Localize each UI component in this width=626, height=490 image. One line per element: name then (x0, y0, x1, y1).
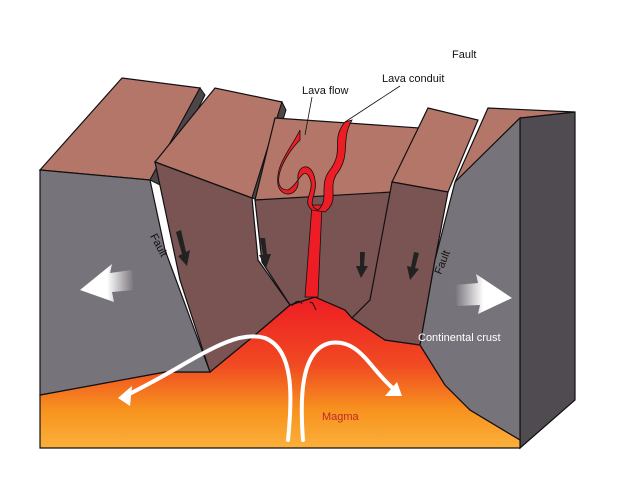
down-arrow-icon (176, 230, 190, 266)
left-tilted-block-front (154, 161, 291, 374)
lava-flow-leader (304, 96, 313, 136)
lava-flow-shape (277, 119, 353, 213)
label-continental-crust: Continental crust (418, 332, 501, 344)
rising-lava-arrows-icon (291, 300, 317, 311)
lava-conduit-leader (344, 85, 401, 123)
label-fault-top: Fault (452, 49, 476, 61)
convection-arrows (123, 334, 397, 442)
right-side-face (519, 111, 576, 450)
down-arrows (176, 230, 419, 280)
arrowhead-right-icon (385, 382, 402, 396)
right-tilted-block-front (351, 181, 449, 346)
down-arrow-icon (259, 238, 271, 268)
arrowhead-left-icon (118, 386, 132, 406)
label-magma: Magma (322, 411, 360, 423)
spread-left-arrow-icon (80, 264, 134, 302)
spread-right-arrow-icon (455, 274, 512, 314)
label-lava-flow: Lava flow (302, 85, 349, 97)
down-arrow-icon (356, 252, 368, 278)
right-block-front (419, 116, 521, 442)
label-lava-conduit: Lava conduit (382, 73, 444, 85)
down-arrow-icon (407, 252, 419, 280)
